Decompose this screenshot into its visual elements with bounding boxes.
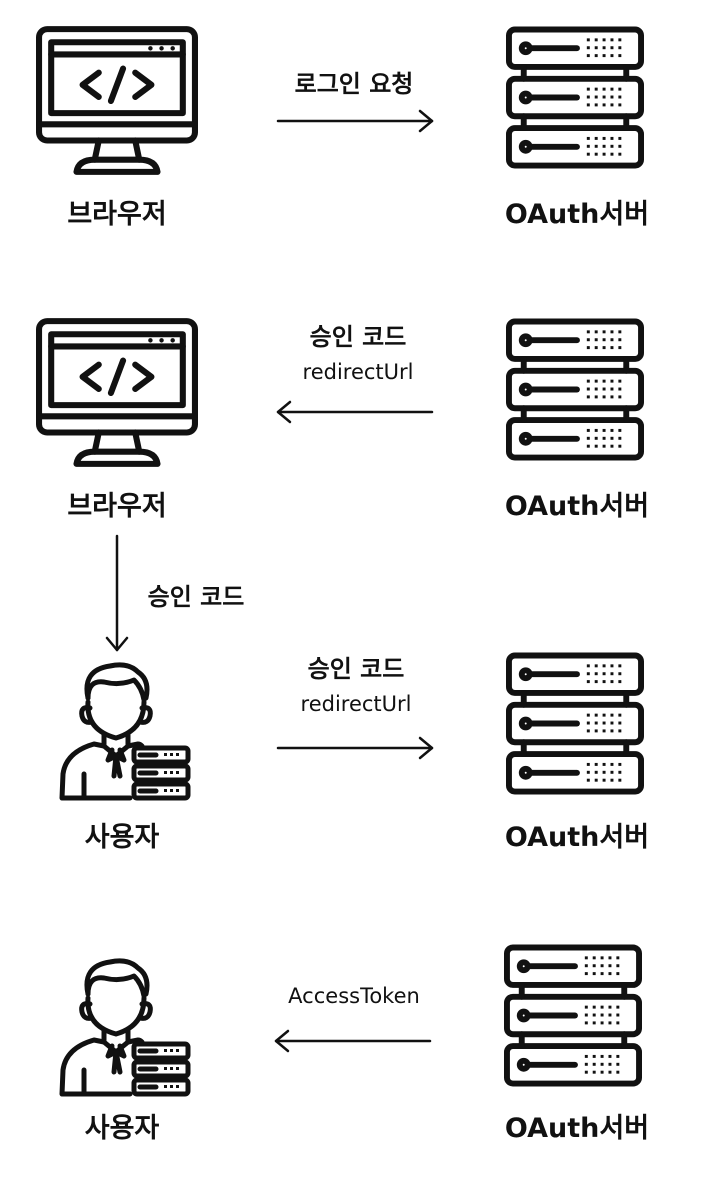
browser-label: 브라우저	[67, 491, 167, 522]
user-with-server-icon	[58, 958, 198, 1098]
user-with-server-icon	[58, 662, 198, 802]
arrow-down-icon	[105, 534, 129, 652]
user-label: 사용자	[84, 1113, 160, 1144]
step2-sublabel: redirectUrl	[302, 360, 414, 384]
step5-label: AccessToken	[288, 984, 420, 1008]
server-icon	[506, 318, 644, 462]
arrow-right-icon	[276, 109, 434, 133]
arrow-left-icon	[276, 400, 434, 424]
computer-icon	[36, 26, 198, 178]
user-label: 사용자	[84, 822, 160, 853]
step4-sublabel: redirectUrl	[300, 692, 412, 716]
arrow-left-icon	[274, 1029, 432, 1053]
oauth-server-label: OAuth서버	[504, 199, 650, 230]
arrow-right-icon	[276, 736, 434, 760]
step1-label: 로그인 요청	[294, 70, 414, 98]
computer-icon	[36, 318, 198, 470]
oauth-server-label: OAuth서버	[504, 822, 650, 853]
server-icon	[504, 944, 642, 1088]
oauth-server-label: OAuth서버	[504, 1113, 650, 1144]
server-icon	[506, 652, 644, 796]
step4-label: 승인 코드	[307, 655, 405, 683]
server-icon	[506, 26, 644, 170]
step3-label: 승인 코드	[147, 583, 245, 611]
browser-label: 브라우저	[67, 199, 167, 230]
step2-label: 승인 코드	[309, 323, 407, 351]
oauth-server-label: OAuth서버	[504, 491, 650, 522]
